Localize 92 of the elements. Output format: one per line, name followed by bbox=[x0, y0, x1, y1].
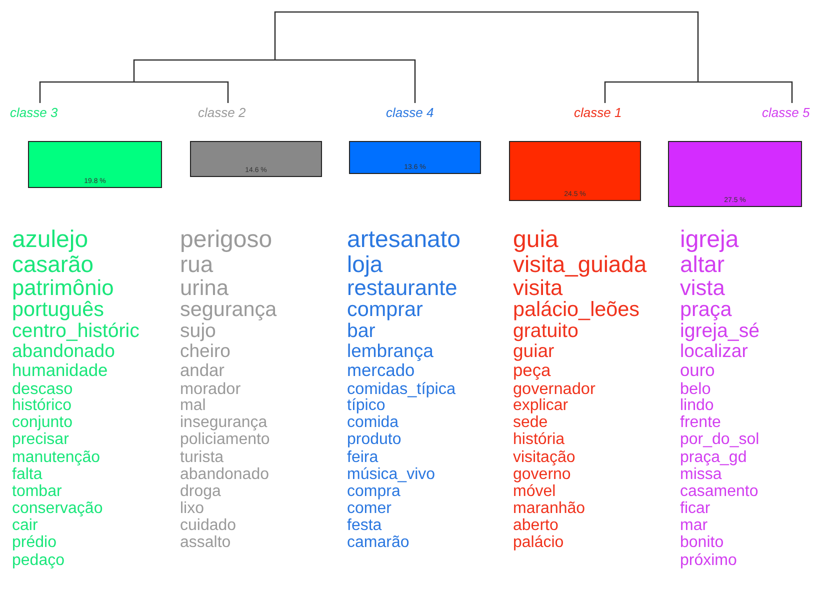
word: altar bbox=[680, 253, 725, 276]
word: comida bbox=[347, 415, 399, 432]
word: palácio bbox=[513, 535, 564, 552]
word: vista bbox=[680, 276, 725, 299]
word: turista bbox=[180, 450, 224, 466]
word: tombar bbox=[12, 484, 62, 500]
class-label: classe 4 bbox=[386, 105, 434, 120]
word: ficar bbox=[680, 501, 710, 518]
word: urina bbox=[180, 276, 228, 299]
word: festa bbox=[347, 518, 382, 534]
word: compra bbox=[347, 484, 400, 500]
word: cuidado bbox=[180, 518, 236, 534]
word: frente bbox=[680, 415, 721, 432]
word: sujo bbox=[180, 322, 216, 342]
word: visitação bbox=[513, 450, 576, 466]
word: peça bbox=[513, 362, 551, 380]
word: explicar bbox=[513, 398, 568, 414]
word: belo bbox=[680, 380, 711, 397]
word: visita bbox=[513, 276, 563, 299]
word: feira bbox=[347, 450, 378, 466]
word: andar bbox=[180, 362, 224, 380]
word: localizar bbox=[680, 342, 748, 361]
word: assalto bbox=[180, 535, 231, 552]
word: falta bbox=[12, 466, 42, 483]
word: guiar bbox=[513, 342, 554, 361]
word: camarão bbox=[347, 535, 410, 552]
word: artesanato bbox=[347, 228, 460, 252]
word: policiamento bbox=[180, 432, 270, 448]
word: bonito bbox=[680, 535, 724, 552]
word: igreja_sé bbox=[680, 322, 760, 342]
word: manutenção bbox=[12, 450, 100, 466]
word: restaurante bbox=[347, 276, 458, 299]
word: casarão bbox=[12, 253, 94, 276]
class-label: classe 5 bbox=[762, 105, 810, 120]
word: cair bbox=[12, 518, 38, 534]
word: abandonado bbox=[180, 466, 269, 483]
word: música_vivo bbox=[347, 466, 436, 483]
word: história bbox=[513, 432, 565, 448]
word: conservação bbox=[12, 501, 103, 518]
word: precisar bbox=[12, 432, 69, 448]
word: português bbox=[12, 300, 104, 321]
word: governador bbox=[513, 380, 596, 397]
word: lindo bbox=[680, 398, 714, 414]
word: sede bbox=[513, 415, 548, 432]
word: comer bbox=[347, 501, 392, 518]
word: maranhão bbox=[513, 501, 586, 518]
word: pedaço bbox=[12, 552, 64, 569]
class-label: classe 3 bbox=[10, 105, 58, 120]
word: azulejo bbox=[12, 228, 88, 252]
word: missa bbox=[680, 466, 722, 483]
word: bar bbox=[347, 322, 376, 342]
word: mercado bbox=[347, 362, 415, 380]
word: morador bbox=[180, 380, 241, 397]
word: lixo bbox=[180, 501, 204, 518]
word: produto bbox=[347, 432, 402, 448]
word: centro_históric bbox=[12, 322, 140, 342]
word: histórico bbox=[12, 398, 72, 414]
word: praça_gd bbox=[680, 450, 747, 466]
word: abandonado bbox=[12, 342, 115, 361]
word: loja bbox=[347, 253, 383, 276]
word: palácio_leões bbox=[513, 300, 640, 321]
word: descaso bbox=[12, 380, 73, 397]
word: típico bbox=[347, 398, 386, 414]
word: mar bbox=[680, 518, 708, 534]
word: rua bbox=[180, 253, 214, 276]
word: igreja bbox=[680, 228, 739, 252]
word: perigoso bbox=[180, 228, 272, 252]
word: praça bbox=[680, 300, 732, 321]
word: por_do_sol bbox=[680, 432, 760, 448]
word: gratuito bbox=[513, 322, 578, 342]
word: guia bbox=[513, 228, 558, 252]
word: próximo bbox=[680, 552, 737, 569]
word: segurança bbox=[180, 300, 277, 321]
word: comprar bbox=[347, 300, 423, 321]
word: lembrança bbox=[347, 342, 434, 361]
class-label: classe 2 bbox=[198, 105, 246, 120]
word: mal bbox=[180, 398, 206, 414]
word: conjunto bbox=[12, 415, 72, 432]
word: comidas_típica bbox=[347, 380, 456, 397]
word: droga bbox=[180, 484, 221, 500]
word: casamento bbox=[680, 484, 758, 500]
word: aberto bbox=[513, 518, 558, 534]
word: móvel bbox=[513, 484, 556, 500]
word: humanidade bbox=[12, 362, 108, 380]
word: visita_guiada bbox=[513, 253, 647, 276]
word: patrimônio bbox=[12, 276, 114, 299]
class-label: classe 1 bbox=[574, 105, 622, 120]
word: prédio bbox=[12, 535, 56, 552]
word: ouro bbox=[680, 362, 715, 380]
word: insegurança bbox=[180, 415, 268, 432]
word: governo bbox=[513, 466, 571, 483]
word: cheiro bbox=[180, 342, 230, 361]
